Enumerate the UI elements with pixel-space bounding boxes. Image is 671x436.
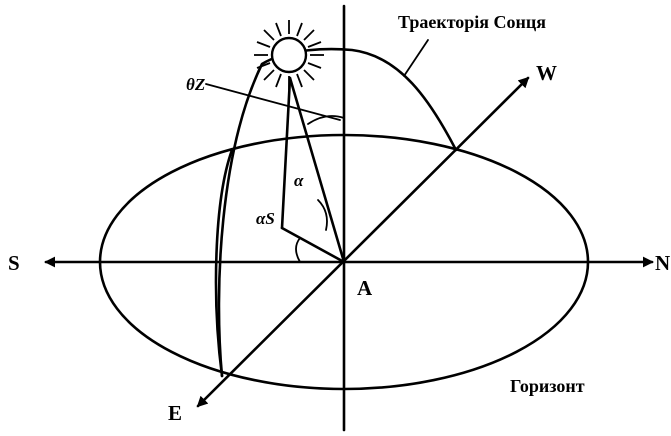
sun-projection (280, 76, 292, 230)
sun-ray (288, 76, 346, 264)
altitude-arc (317, 199, 328, 231)
east-west-axis (196, 76, 530, 408)
label-observer: A (357, 276, 373, 300)
label-horizon: Горизонт (510, 376, 585, 396)
label-sun-trajectory: Траекторія Сонця (398, 12, 546, 32)
label-north: N (655, 251, 670, 275)
ground-projection (280, 226, 346, 264)
label-east: E (168, 401, 182, 425)
label-azimuth-angle: αS (256, 209, 275, 228)
sun-trajectory (217, 47, 458, 378)
azimuth-arc (295, 237, 301, 263)
sun-icon (254, 20, 324, 90)
label-zenith-angle: θZ (186, 75, 205, 94)
trajectory-pointer (403, 39, 429, 77)
sun-meridian (214, 148, 234, 378)
zenith-pointer (205, 83, 341, 121)
label-altitude-angle: α (294, 171, 304, 190)
label-south: S (8, 251, 20, 275)
label-west: W (536, 61, 557, 85)
